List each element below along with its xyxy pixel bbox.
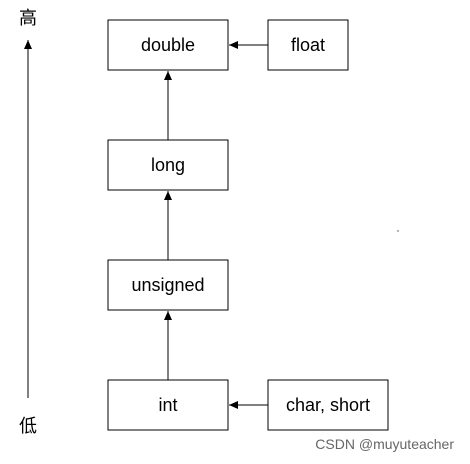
stray-dot — [397, 230, 399, 232]
high-label: 高 — [19, 8, 37, 29]
node-float: float — [267, 19, 349, 71]
node-float-label: float — [291, 35, 325, 55]
node-char-short: char, short — [267, 379, 389, 431]
node-long-label: long — [151, 155, 185, 175]
watermark: CSDN @muyuteacher — [315, 436, 454, 452]
node-unsigned-label: unsigned — [131, 275, 204, 295]
node-long: long — [107, 139, 229, 191]
node-unsigned: unsigned — [107, 259, 229, 311]
node-int-label: int — [158, 395, 177, 415]
node-int: int — [107, 379, 229, 431]
node-double-label: double — [141, 35, 195, 55]
node-char-short-label: char, short — [286, 395, 370, 415]
low-label: 低 — [19, 416, 37, 437]
node-double: double — [107, 19, 229, 71]
